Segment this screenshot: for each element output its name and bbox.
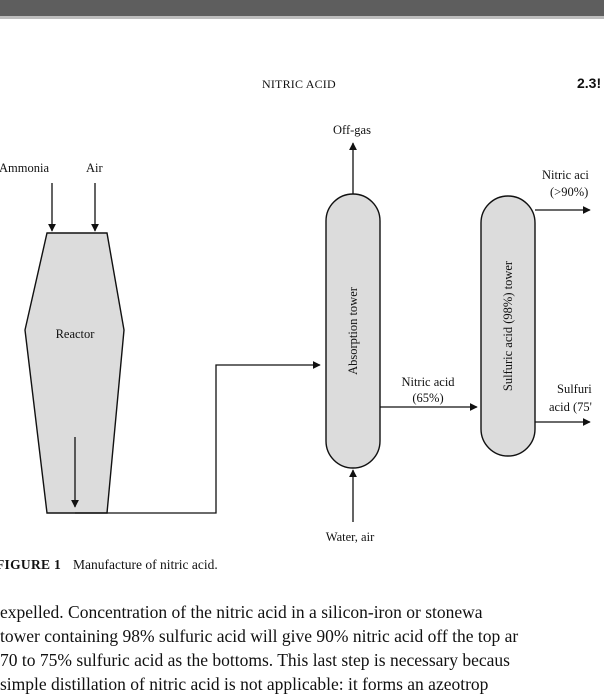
sulfuric-acid-tower-label: Sulfuric acid (98%) tower: [501, 260, 515, 391]
ammonia-label: Ammonia: [0, 161, 49, 175]
running-head: NITRIC ACID: [262, 77, 336, 91]
sulfuric-out-label-line1: Sulfuri: [557, 382, 592, 396]
body-line: simple distillation of nitric acid is no…: [0, 674, 489, 694]
water-air-label: Water, air: [326, 530, 375, 544]
sulfuric-out-label-line2: acid (75': [549, 400, 592, 414]
page-number: 2.3!: [577, 75, 602, 91]
top-toolbar-bar: [0, 0, 604, 16]
off-gas-label: Off-gas: [333, 123, 371, 137]
absorption-tower-label: Absorption tower: [346, 286, 360, 375]
figure-caption-label: FIGURE 1: [0, 557, 62, 572]
sulfuric-acid-tower: [480, 195, 536, 457]
nitric-acid-65-label-line2: (65%): [412, 391, 443, 405]
nitric-acid-90-label-line1: Nitric aci: [542, 168, 589, 182]
body-line: tower containing 98% sulfuric acid will …: [0, 626, 519, 646]
figure-caption-text: Manufacture of nitric acid.: [73, 557, 218, 572]
top-toolbar-divider: [0, 16, 604, 19]
body-line: 70 to 75% sulfuric acid as the bottoms. …: [0, 650, 510, 670]
body-paragraph: expelled. Concentration of the nitric ac…: [0, 600, 604, 696]
nitric-acid-90-label-line2: (>90%): [550, 185, 588, 199]
reactor-label: Reactor: [56, 327, 96, 341]
figure-caption: FIGURE 1 Manufacture of nitric acid.: [0, 557, 218, 573]
nitric-acid-65-label-line1: Nitric acid: [401, 375, 455, 389]
reactor-to-absorber-line: [75, 361, 321, 514]
air-label: Air: [86, 161, 104, 175]
nitric-acid-process-diagram: Reactor Absorption tower Sulfuric acid (…: [0, 123, 592, 544]
body-line: expelled. Concentration of the nitric ac…: [0, 602, 483, 622]
